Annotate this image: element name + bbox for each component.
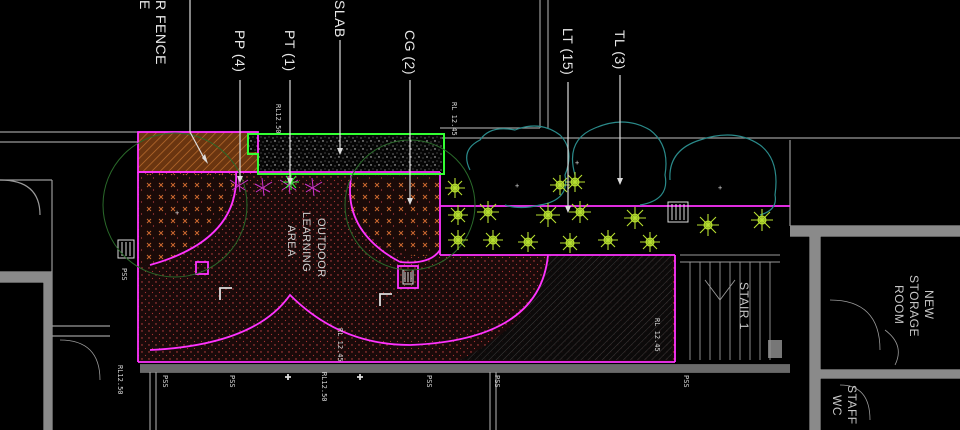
callout-cg: CG (2) [402, 30, 418, 75]
pss-3: PSS [425, 375, 433, 388]
room-staff-line2: WC [830, 395, 844, 416]
pss-2: PSS [228, 375, 236, 388]
small-annotations: RL12.50 RL 12.45 RL12.50 RL 12.45 RL12.5… [116, 102, 690, 402]
callout-pt: PT (1) [282, 30, 298, 72]
slab-boundary [247, 133, 445, 175]
level-tag-5: RL12.50 [320, 372, 328, 402]
callout-arrowheads [202, 148, 623, 213]
pss-1: PSS [161, 375, 169, 388]
level-tag-6: RL 12.45 [653, 318, 661, 352]
pss-4: PSS [493, 375, 501, 388]
concrete-slab [248, 134, 442, 172]
room-staff-line1: STAFF [845, 385, 859, 425]
area-outdoor-line1: OUTDOOR [315, 218, 327, 278]
callout-fence-line2: E [137, 0, 153, 10]
callout-tl: TL (3) [612, 30, 628, 70]
pss-5: PSS [682, 375, 690, 388]
room-labels: NEW STORAGE ROOM STAIR 1 STAFF WC OUTDOO… [285, 212, 936, 425]
level-tag-4: RL 12.45 [336, 328, 344, 362]
pss-6: PSS [120, 268, 128, 281]
room-storage-line2: STORAGE [907, 275, 921, 337]
direction-arrows [219, 287, 392, 380]
area-outdoor-line3: AREA [285, 225, 297, 257]
level-markers: + + + + [175, 159, 722, 217]
level-tag-3: RL12.50 [116, 365, 124, 395]
callout-leaders [189, 0, 621, 210]
callout-fence: R FENCE [153, 0, 169, 65]
svg-text:+: + [175, 209, 179, 217]
room-storage-line3: ROOM [892, 285, 906, 324]
area-outdoor-line2: LEARNING [300, 212, 312, 272]
svg-text:+: + [718, 184, 722, 192]
callout-pp: PP (4) [232, 30, 248, 72]
garden-bed-hatch [460, 255, 672, 360]
door-swings [59, 299, 899, 421]
lantana-plants [445, 172, 773, 253]
mulch-zone [138, 132, 258, 172]
svg-text:+: + [575, 159, 579, 167]
room-stair: STAIR 1 [737, 282, 751, 330]
stair-treads [680, 254, 780, 360]
callout-lt: LT (15) [560, 28, 576, 75]
svg-text:+: + [515, 182, 519, 190]
callout-labels: R FENCE E PP (4) PT (1) SLAB CG (2) LT (… [137, 0, 628, 75]
planting-boundaries [137, 131, 790, 363]
room-storage-line1: NEW [922, 290, 936, 320]
thick-walls [0, 226, 960, 430]
level-tag-2: RL 12.45 [450, 102, 458, 136]
level-tag-1: RL12.50 [274, 104, 282, 134]
callout-slab: SLAB [332, 0, 348, 38]
planting-beds-x [140, 174, 440, 265]
